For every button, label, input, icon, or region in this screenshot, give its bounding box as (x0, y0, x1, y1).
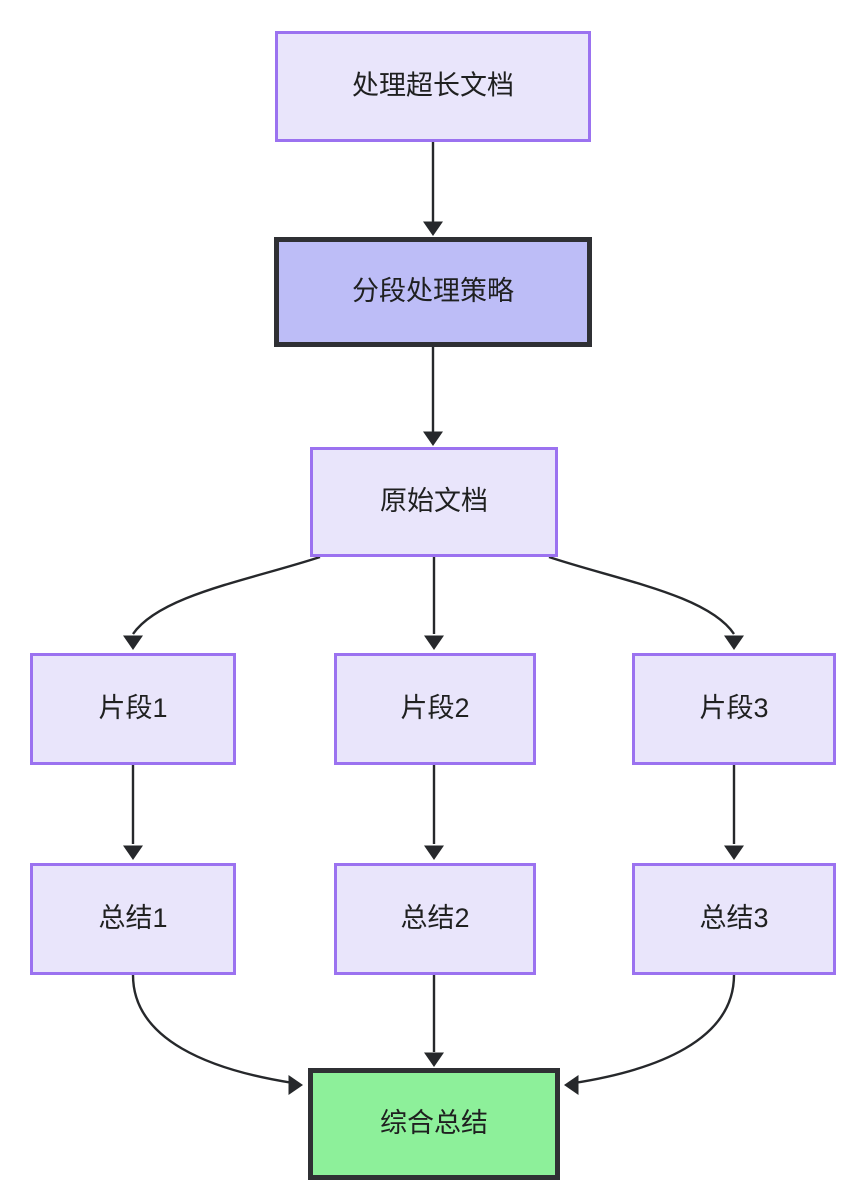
arrowhead-icon (724, 845, 744, 860)
arrowhead-icon (564, 1075, 579, 1095)
flow-node-n10[interactable]: 综合总结 (308, 1068, 560, 1180)
flow-edge-n6-to-n9 (724, 765, 744, 860)
flow-node-n5[interactable]: 片段2 (334, 653, 536, 765)
arrowhead-icon (288, 1075, 303, 1095)
arrowhead-icon (424, 635, 444, 650)
arrowhead-icon (424, 845, 444, 860)
flow-node-n4[interactable]: 片段1 (30, 653, 236, 765)
edge-line (132, 555, 321, 635)
arrowhead-icon (423, 221, 443, 236)
flow-edge-n5-to-n8 (424, 765, 444, 860)
flow-edge-n3-to-n4 (123, 555, 321, 650)
node-box[interactable] (308, 1068, 560, 1180)
node-box[interactable] (310, 447, 558, 557)
flow-edge-n3-to-n5 (424, 557, 444, 650)
flow-edge-n3-to-n6 (548, 555, 744, 650)
flow-node-n1[interactable]: 处理超长文档 (275, 31, 591, 142)
node-box[interactable] (30, 863, 236, 975)
node-box[interactable] (30, 653, 236, 765)
flow-node-n6[interactable]: 片段3 (632, 653, 836, 765)
edge-line (548, 555, 735, 635)
arrowhead-icon (423, 431, 443, 446)
arrowhead-icon (424, 1052, 444, 1067)
flow-edge-n9-to-n10 (564, 974, 736, 1095)
arrowhead-icon (123, 635, 143, 650)
node-box[interactable] (632, 653, 836, 765)
node-box[interactable] (334, 653, 536, 765)
flow-edge-n4-to-n7 (123, 765, 143, 860)
flow-node-n9[interactable]: 总结3 (632, 863, 836, 975)
flow-node-n3[interactable]: 原始文档 (310, 447, 558, 557)
edge-line (131, 974, 294, 1085)
node-box[interactable] (275, 31, 591, 142)
flow-edge-n1-to-n2 (423, 142, 443, 236)
edges-layer (123, 142, 744, 1095)
edge-line (573, 974, 736, 1085)
flow-edge-n2-to-n3 (423, 347, 443, 446)
flow-node-n8[interactable]: 总结2 (334, 863, 536, 975)
node-box[interactable] (334, 863, 536, 975)
flow-node-n2[interactable]: 分段处理策略 (274, 237, 592, 347)
flow-edge-n7-to-n10 (131, 974, 303, 1095)
flow-node-n7[interactable]: 总结1 (30, 863, 236, 975)
flow-edge-n8-to-n10 (424, 975, 444, 1067)
arrowhead-icon (724, 635, 744, 650)
arrowhead-icon (123, 845, 143, 860)
node-box[interactable] (632, 863, 836, 975)
node-box[interactable] (274, 237, 592, 347)
